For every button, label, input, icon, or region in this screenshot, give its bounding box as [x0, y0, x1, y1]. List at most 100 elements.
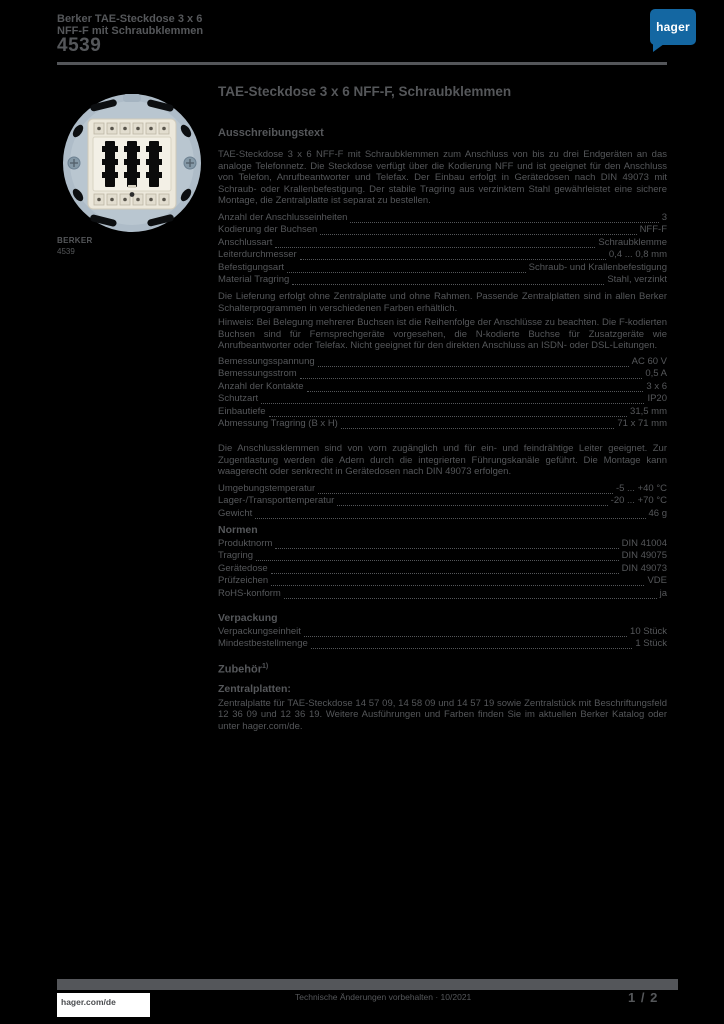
spec-list-electrical: Bemessungsspannung AC 60 V Bemessungsstr… — [218, 355, 667, 429]
spec-value: Schraub- und Krallenbefestigung — [528, 261, 667, 273]
dotted-leader — [303, 628, 628, 637]
page-title: TAE-Steckdose 3 x 6 NFF-F, Schraubklemme… — [218, 84, 512, 99]
spec-row: Abmessung Tragring (B x H) 71 x 71 mm — [218, 419, 667, 429]
spec-label: Abmessung Tragring (B x H) — [218, 418, 338, 429]
spec-row: Kodierung der Buchsen NFF-F — [218, 225, 667, 235]
spec-label: Gerätedose — [218, 562, 268, 574]
dotted-leader — [287, 264, 526, 273]
spec-label: Schutzart — [218, 393, 259, 404]
spec-row: Umgebungstemperatur -5 ... +40 °C — [218, 482, 667, 494]
spec-label: Kodierung der Buchsen — [218, 224, 318, 235]
spec-value: 71 x 71 mm — [617, 418, 667, 429]
spec-value: 3 x 6 — [646, 380, 667, 392]
spec-value: DIN 49075 — [621, 550, 667, 561]
spec-row: Gewicht 46 g — [218, 507, 668, 519]
footer-page-indicator: 1 / 2 — [628, 990, 659, 1005]
delivery-paragraph: Die Lieferung erfolgt ohne Zentralplatte… — [218, 291, 667, 314]
spec-list-packaging: Verpackungseinheit 10 Stück Mindestbeste… — [218, 625, 667, 649]
spec-label: Gewicht — [218, 507, 253, 519]
accessories-text: Zentralplatte für TAE-Steckdose 14 57 09… — [218, 697, 667, 732]
spec-value: DIN 49073 — [621, 562, 667, 574]
dotted-leader — [299, 370, 643, 379]
spec-label: Prüfzeichen — [218, 575, 269, 586]
spec-row: Anzahl der Anschlusseinheiten 3 — [218, 211, 667, 223]
spec-value: AC 60 V — [631, 355, 667, 367]
section-heading-ausschreibungstext: Ausschreibungstext — [218, 127, 324, 139]
spec-list-norms: Produktnorm DIN 41004 Tragring DIN 49075… — [218, 537, 667, 599]
spec-label: Material Tragring — [218, 274, 290, 285]
zubehoer-heading-text: Zubehör — [218, 663, 262, 676]
spec-row: Lager-/Transporttemperatur -20 ... +70 °… — [218, 496, 667, 506]
dotted-leader — [299, 251, 606, 260]
spec-row: Prüfzeichen VDE — [218, 576, 667, 586]
spec-label: Befestigungsart — [218, 261, 285, 273]
hager-logo-icon: hager — [650, 9, 696, 52]
tae-socket-image — [63, 94, 201, 232]
dotted-leader — [320, 226, 637, 235]
spec-value: 10 Stück — [630, 625, 667, 637]
accessories-label: Zentralplatten: — [218, 682, 291, 695]
footer-website-link[interactable]: hager.com/de — [61, 997, 116, 1007]
spec-label: Bemessungsstrom — [218, 368, 297, 379]
spec-value: 46 g — [648, 507, 668, 519]
dotted-leader — [310, 640, 633, 649]
spec-row: Bemessungsspannung AC 60 V — [218, 355, 667, 367]
spec-label: Tragring — [218, 550, 254, 561]
intro-paragraph: TAE-Steckdose 3 x 6 NFF-F mit Schraubkle… — [218, 149, 667, 206]
spec-label: Lager-/Transporttemperatur — [218, 495, 335, 506]
section-heading-normen: Normen — [218, 523, 258, 536]
spec-value: NFF-F — [639, 224, 667, 235]
footer-divider-bar — [57, 979, 678, 990]
spec-value: Schraubklemme — [598, 236, 667, 248]
spec-row: Einbautiefe 31,5 mm — [218, 405, 667, 417]
spec-label: Umgebungstemperatur — [218, 482, 316, 494]
spec-label: RoHS-konform — [218, 587, 281, 599]
spec-row: Produktnorm DIN 41004 — [218, 537, 667, 549]
spec-label: Einbautiefe — [218, 405, 266, 417]
note-paragraph: Hinweis: Bei Belegung mehrerer Buchsen i… — [218, 317, 667, 351]
spec-value: 0,5 A — [645, 368, 667, 379]
spec-label: Produktnorm — [218, 537, 273, 549]
hager-logo-text: hager — [656, 20, 690, 34]
header-product-name: Berker TAE-Steckdose 3 x 6 NFF-F mit Sch… — [57, 13, 204, 37]
footer-notice: Technische Änderungen vorbehalten · 10/2… — [295, 992, 472, 1002]
footnote-marker: 1) — [262, 663, 269, 670]
spec-label: Anzahl der Anschlusseinheiten — [218, 211, 348, 223]
dotted-leader — [283, 590, 657, 599]
section-heading-zubehoer: Zubehör1) — [218, 661, 667, 676]
footer-website-box[interactable]: hager.com/de — [57, 993, 150, 1017]
installation-paragraph: Die Anschlussklemmen sind von vorn zugän… — [218, 443, 667, 477]
section-heading-verpackung: Verpackung — [218, 611, 278, 624]
spec-label: Verpackungseinheit — [218, 625, 301, 637]
product-caption-article: 4539 — [57, 247, 75, 256]
dotted-leader — [270, 565, 619, 574]
spec-row: Anschlussart Schraubklemme — [218, 236, 667, 248]
dotted-leader — [306, 383, 644, 392]
spec-row: Leiterdurchmesser 0,4 ... 0,8 mm — [218, 250, 667, 260]
spec-value: DIN 41004 — [621, 537, 667, 549]
spec-value: -5 ... +40 °C — [615, 482, 667, 494]
dotted-leader — [271, 577, 645, 586]
dotted-leader — [256, 552, 619, 561]
dotted-leader — [318, 485, 613, 494]
dotted-leader — [340, 420, 615, 429]
dotted-leader — [292, 276, 605, 285]
spec-row: Material Tragring Stahl, verzinkt — [218, 275, 667, 285]
spec-row: Befestigungsart Schraub- und Krallenbefe… — [218, 261, 667, 273]
dotted-leader — [255, 510, 646, 519]
spec-value: 3 — [661, 211, 667, 223]
dotted-leader — [275, 239, 596, 248]
spec-value: ja — [659, 587, 667, 599]
spec-label: Anzahl der Kontakte — [218, 380, 304, 392]
spec-value: -20 ... +70 °C — [610, 495, 667, 506]
dotted-leader — [337, 497, 608, 506]
spec-label: Anschlussart — [218, 236, 273, 248]
spec-label: Bemessungsspannung — [218, 355, 315, 367]
main-content: TAE-Steckdose 3 x 6 NFF-F, Schraubklemme… — [218, 80, 667, 732]
spec-label: Leiterdurchmesser — [218, 249, 297, 260]
spec-value: 1 Stück — [635, 638, 667, 649]
dotted-leader — [268, 408, 628, 417]
dotted-leader — [317, 358, 629, 367]
header-article-number: 4539 — [57, 35, 102, 56]
dotted-leader — [261, 395, 645, 404]
